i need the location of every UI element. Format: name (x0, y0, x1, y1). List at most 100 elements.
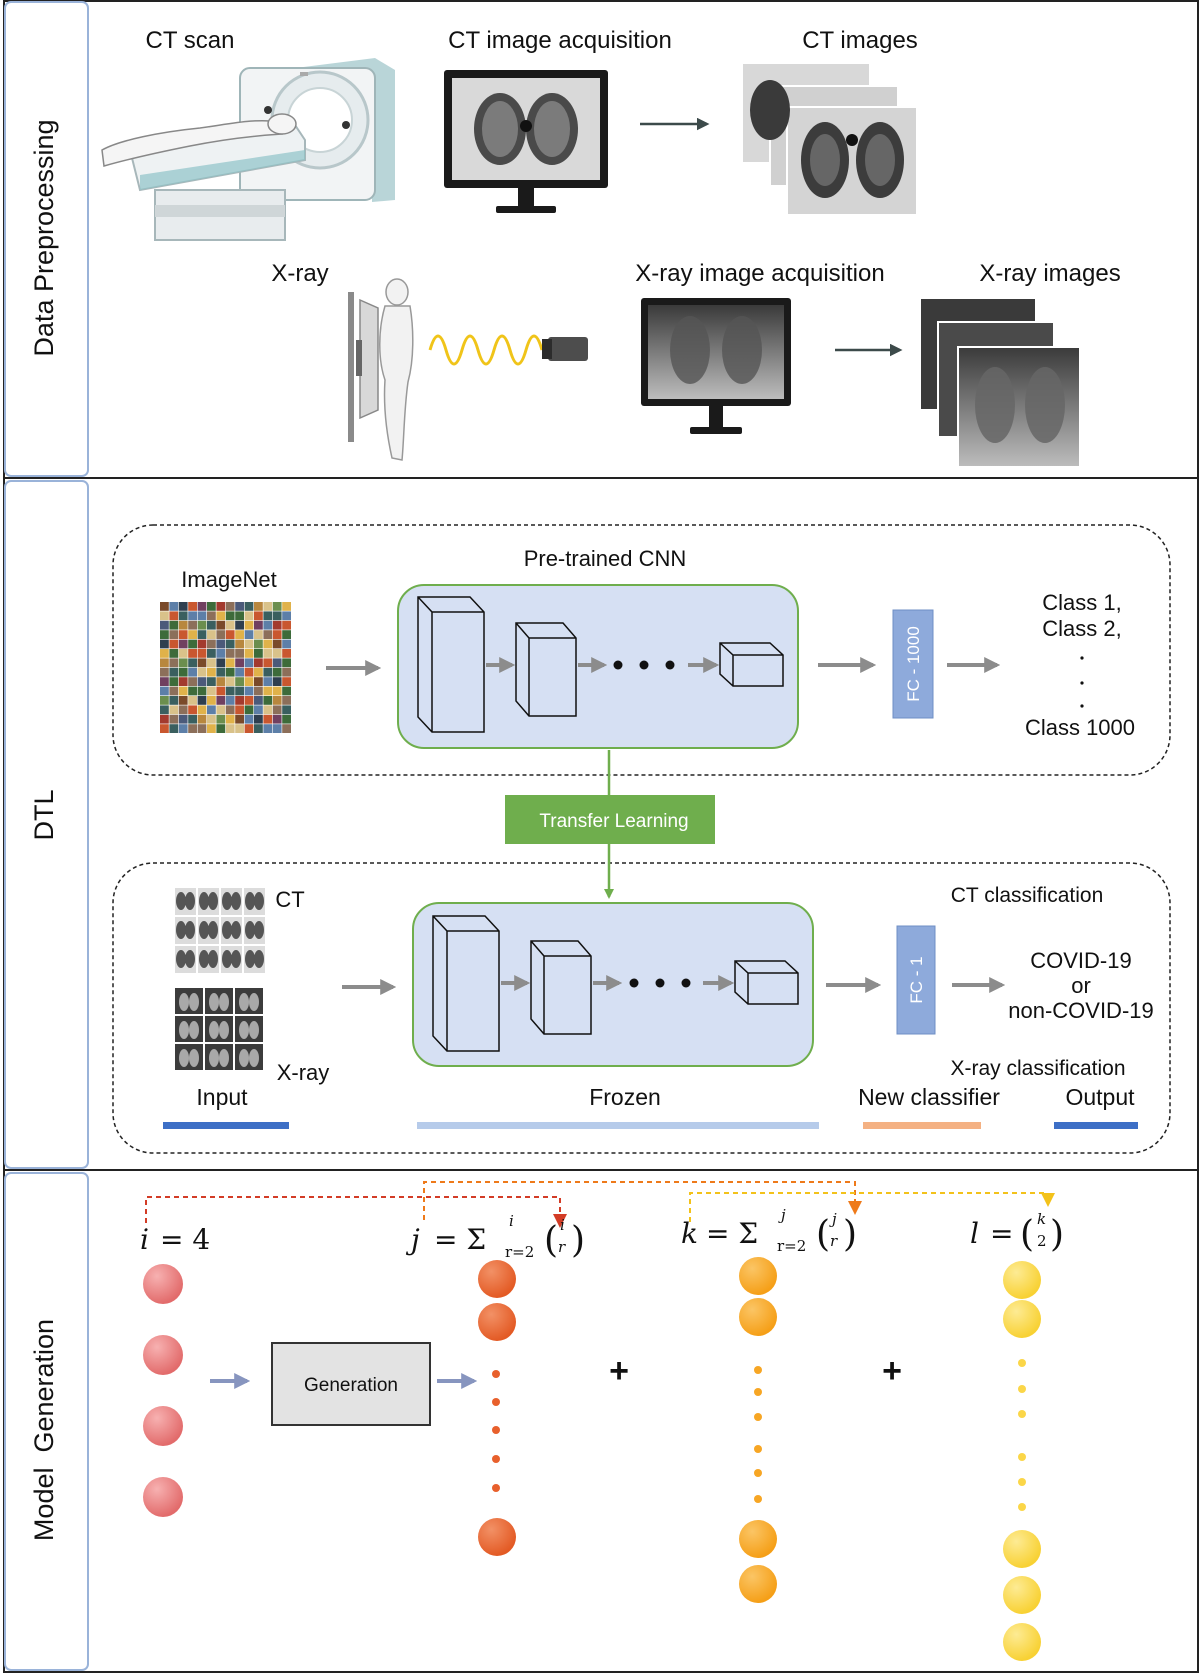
imagenet-tile (254, 630, 263, 639)
xray-thumbnail-lung (219, 1049, 229, 1067)
ct-tag-label: CT (275, 887, 304, 912)
imagenet-tile (225, 611, 235, 621)
imagenet-tile (207, 724, 216, 733)
j-ellipsis-dot (492, 1398, 500, 1406)
imagenet-tile (160, 696, 169, 705)
imagenet-tile (207, 686, 216, 696)
imagenet-tile (216, 649, 226, 658)
imagenet-tile (235, 714, 244, 724)
imagenet-tile (272, 677, 282, 686)
imagenet-tile (160, 602, 169, 611)
imagenet-tile (207, 677, 216, 686)
i-value: = 4 (160, 1223, 210, 1256)
xray-thumbnail-lung (179, 1049, 189, 1067)
imagenet-tile (244, 649, 254, 658)
imagenet-tile (225, 630, 235, 639)
xray-thumbnail-lung (249, 1021, 259, 1039)
imagenet-tile (235, 724, 244, 733)
imagenet-tile (178, 620, 188, 630)
imagenet-tile (282, 649, 291, 658)
imagenet-tile (225, 649, 235, 658)
imagenet-tile (272, 611, 282, 621)
l-model-ball (1003, 1530, 1041, 1568)
imagenet-tile (235, 649, 244, 658)
k-ellipsis-dot (754, 1445, 762, 1453)
imagenet-tile (225, 705, 235, 715)
i-variable: i (140, 1223, 149, 1256)
imagenet-tile (169, 620, 179, 630)
xray-thumbnail-lung (209, 1049, 219, 1067)
imagenet-tile (169, 705, 179, 715)
imagenet-tile (282, 714, 291, 724)
xray-thumbnail-lung (209, 993, 219, 1011)
pretrain-panel (112, 524, 1171, 776)
transfer-learning-box (505, 795, 715, 844)
xray-thumbnail-lung (249, 1049, 259, 1067)
imagenet-tile (263, 686, 273, 696)
j-sum-upper: i (509, 1212, 514, 1230)
imagenet-tile (160, 714, 169, 724)
new-classifier-bar (863, 1122, 981, 1129)
xray-thumbnail-lung (189, 1021, 199, 1039)
imagenet-tile (225, 639, 235, 649)
imagenet-tile (235, 686, 244, 696)
j-sum: = Σ (434, 1223, 486, 1256)
imagenet-tile (263, 705, 273, 715)
j-sum-lower: r=2 (505, 1243, 534, 1261)
imagenet-tile (272, 696, 282, 705)
xray-thumbnail-lung (239, 1049, 249, 1067)
imagenet-tile (244, 724, 254, 733)
ct-thumbnail-lung (245, 892, 255, 910)
model-balls (143, 1257, 1041, 1661)
imagenet-tile (272, 602, 282, 611)
imagenet-tile (263, 696, 273, 705)
imagenet-tile (160, 649, 169, 658)
i-formula: i = 4 (140, 1223, 210, 1256)
xray-images-label: X-ray images (979, 260, 1120, 287)
k-paren-open: ( (816, 1214, 830, 1255)
imagenet-tile (197, 705, 207, 715)
k-sum-upper: j (778, 1206, 786, 1224)
imagenet-tile (216, 639, 226, 649)
xray-thumbnail-lung (209, 1021, 219, 1039)
imagenet-tile (282, 677, 291, 686)
plus-sign-2: + (882, 1352, 902, 1390)
imagenet-tile (216, 696, 226, 705)
ct-classification-label: CT classification (951, 884, 1104, 907)
imagenet-tile (169, 714, 179, 724)
output-label: Output (1065, 1084, 1135, 1110)
imagenet-tile (225, 714, 235, 724)
imagenet-tile (197, 602, 207, 611)
imagenet-tile (216, 677, 226, 686)
imagenet-tile (254, 705, 263, 715)
imagenet-tile (263, 620, 273, 630)
imagenet-tile (169, 686, 179, 696)
ct-thumbnail-lung (208, 950, 218, 968)
k-ellipsis-dot (754, 1366, 762, 1374)
side-panel-preprocessing (4, 1, 89, 477)
imagenet-tile (207, 611, 216, 621)
imagenet-tile (178, 658, 188, 668)
xray-thumbnail-lung (179, 993, 189, 1011)
imagenet-tile (282, 658, 291, 668)
imagenet-tile (282, 611, 291, 621)
i-model-ball (143, 1264, 183, 1304)
xray-thumbnail-lung (219, 993, 229, 1011)
l-formula: l = ( k 2 ) (970, 1210, 1064, 1255)
xray-label: X-ray (271, 260, 328, 287)
imagenet-tile (178, 602, 188, 611)
imagenet-tile (197, 724, 207, 733)
plus-sign-1: + (609, 1352, 629, 1390)
imagenet-tile (254, 658, 263, 668)
imagenet-tile (169, 677, 179, 686)
k-ellipsis-dot (754, 1495, 762, 1503)
i-model-ball (143, 1477, 183, 1517)
k-binom-bottom: r (830, 1232, 838, 1250)
imagenet-tile (160, 658, 169, 668)
j-to-k-connector (423, 1181, 856, 1220)
class-ellipsis (1080, 656, 1084, 708)
l-binom-bottom: 2 (1037, 1232, 1047, 1250)
imagenet-tile (160, 620, 169, 630)
ct-thumbnail-lung (185, 892, 195, 910)
